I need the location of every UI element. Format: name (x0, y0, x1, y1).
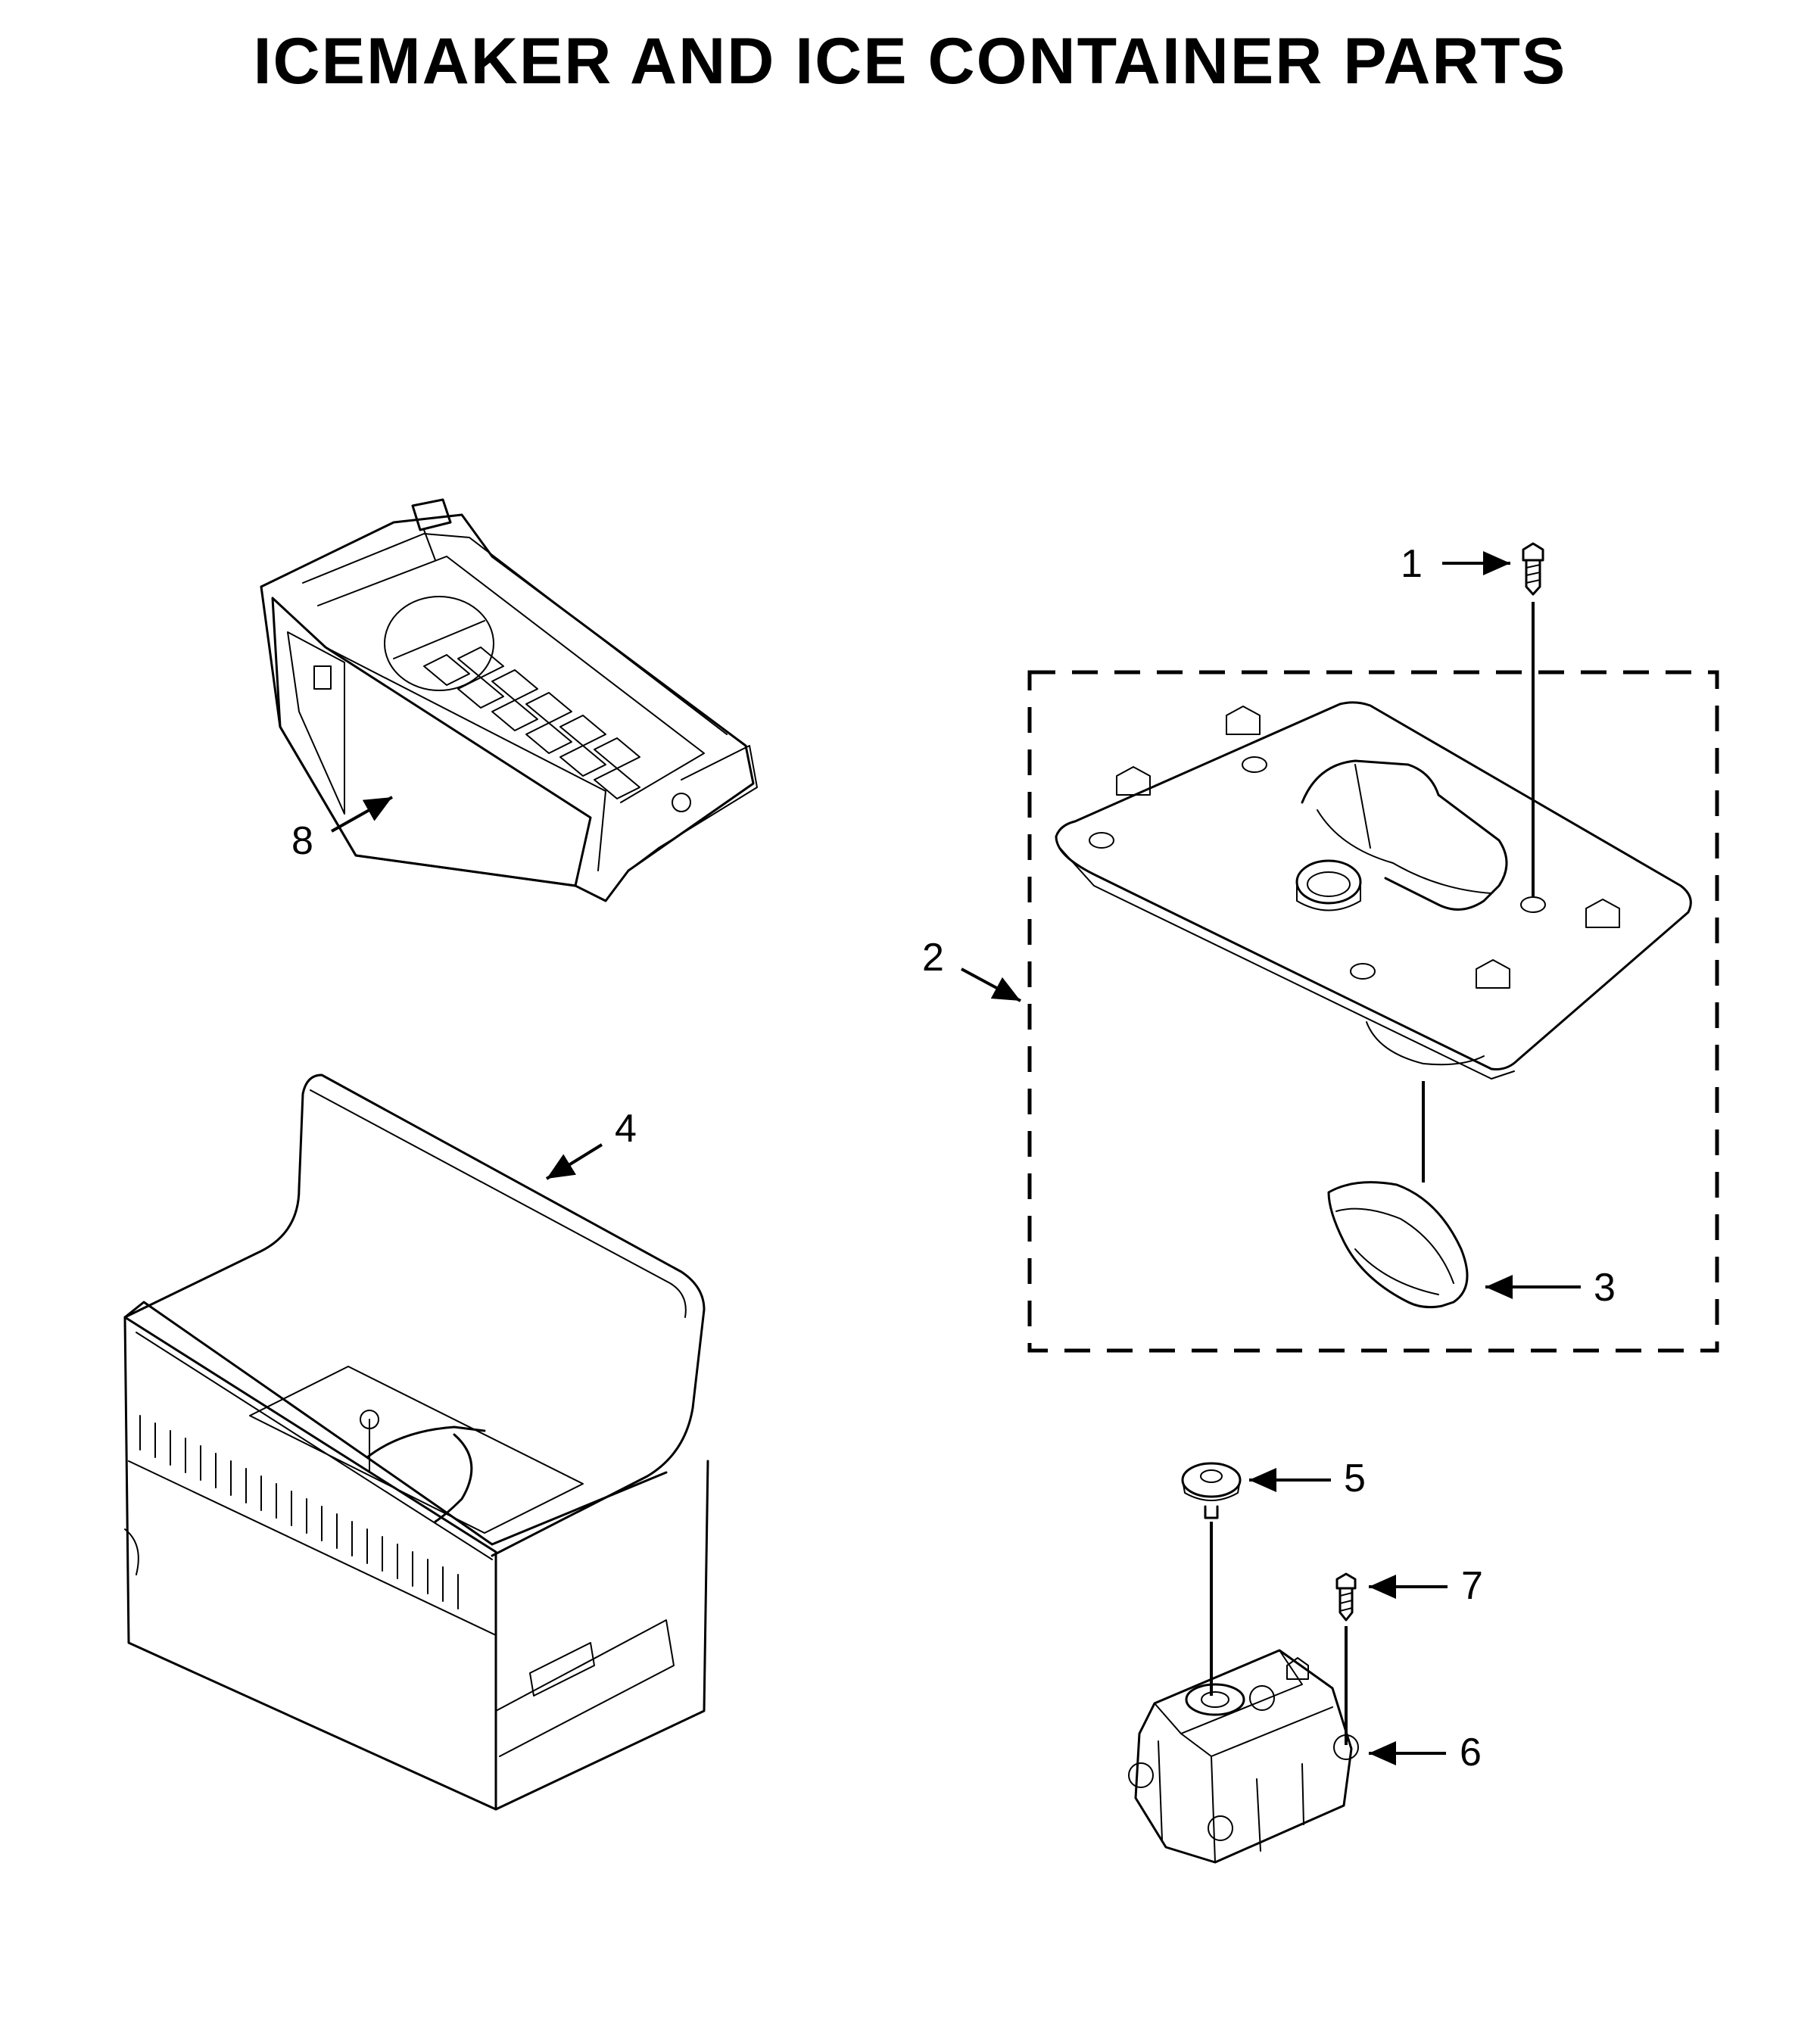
ice-container-icon[interactable] (123, 1073, 709, 1811)
callout-3: 3 (1594, 1266, 1616, 1310)
callout-1: 1 (1401, 542, 1423, 586)
callout-2: 2 (922, 936, 944, 980)
callout-8: 8 (291, 819, 313, 863)
callout-6: 6 (1460, 1731, 1482, 1774)
screw-icon[interactable] (1522, 542, 1544, 596)
auger-coupler-icon[interactable] (1181, 1462, 1242, 1519)
callout-4: 4 (615, 1107, 637, 1151)
motor-screw-icon[interactable] (1335, 1572, 1357, 1622)
auger-motor-icon[interactable] (1128, 1649, 1359, 1864)
arrow-2 (961, 967, 1021, 1002)
diagram-title: ICEMAKER AND ICE CONTAINER PARTS (253, 25, 1567, 98)
gasket-icon[interactable] (1327, 1181, 1469, 1309)
ice-container-base-assembly-icon[interactable] (1055, 701, 1692, 1080)
assembly-group-boundary (1027, 670, 1719, 1353)
arrow-4 (545, 1143, 603, 1180)
arrow-8 (331, 796, 393, 833)
callout-5: 5 (1344, 1457, 1366, 1500)
callout-7: 7 (1461, 1564, 1483, 1608)
icemaker-assembly-icon[interactable] (260, 498, 758, 902)
